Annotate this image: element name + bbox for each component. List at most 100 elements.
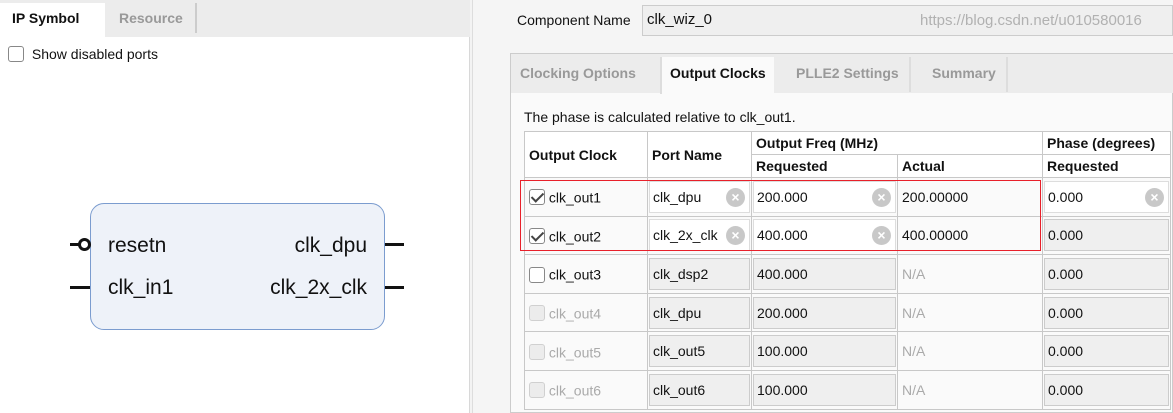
phase-input[interactable]: 0.000 [1044,335,1169,368]
port-name-input-value: clk_2x_clk [653,227,718,244]
port-name-input[interactable]: clk_out6 [649,373,750,406]
port-clk-2x-clk: clk_2x_clk [270,276,367,299]
table-row: clk_out6 clk_out6 100.000 N/A 0.000 [524,369,1171,410]
phase-input[interactable]: 0.000 × [1044,180,1169,213]
port-name-input[interactable]: clk_out5 [649,335,750,368]
clock-name: clk_out2 [548,228,602,245]
port-name-input[interactable]: clk_2x_clk × [649,219,750,252]
component-name-input[interactable]: clk_wiz_0 [642,5,1173,36]
port-name-input[interactable]: clk_dpu× [649,180,750,213]
port-resetn: resetn [108,234,167,257]
requested-freq-cell: 400.000 × [751,215,898,256]
requested-freq-input-value: 400.000 [757,265,808,282]
ip-block[interactable]: resetn clk_in1 clk_dpu clk_2x_clk [90,203,385,330]
phase-input-value: 0.000 [1048,304,1084,321]
requested-freq-cell: 200.000 [751,292,898,333]
phase-input[interactable]: 0.000 [1044,219,1169,252]
pin-clk-in1 [70,286,90,289]
requested-freq-input[interactable]: 200.000 × [753,180,896,213]
tab-plle2-settings[interactable]: PLLE2 Settings [786,57,911,92]
clear-icon[interactable]: × [726,226,745,246]
output-clock-cell: clk_out6 [524,369,648,410]
pin-resetn [70,243,79,246]
show-disabled-ports-label: Show disabled ports [31,46,158,63]
phase-cell: 0.000 [1042,292,1171,333]
requested-freq-input[interactable]: 100.000 [753,373,896,406]
clear-icon[interactable]: × [1145,187,1164,207]
watermark: https://blog.csdn.net/u010580016 [920,12,1142,29]
clear-icon[interactable]: × [872,187,891,207]
port-clk-dpu: clk_dpu [294,234,367,257]
phase-input[interactable]: 0.000 [1044,257,1169,290]
phase-input[interactable]: 0.000 [1044,373,1169,406]
actual-freq: 200.00000 [902,188,969,205]
clock-name: clk_out6 [548,382,602,399]
tab-clocking-options[interactable]: Clocking Options [520,65,636,81]
requested-freq-input-value: 100.000 [757,381,808,398]
clear-icon[interactable]: × [872,226,891,246]
port-name-cell: clk_dpu [647,292,752,333]
phase-input-value: 0.000 [1048,343,1084,360]
requested-freq-input-value: 200.000 [757,304,808,321]
port-name-cell: clk_out6 [647,369,752,410]
tab-ip-symbol[interactable]: IP Symbol [0,3,105,37]
phase-cell: 0.000 × [1042,177,1171,217]
requested-freq-input[interactable]: 100.000 [753,335,896,368]
header-port-name: Port Name [647,131,752,178]
clock-name: clk_out5 [548,343,602,360]
phase-note: The phase is calculated relative to clk_… [524,109,796,125]
phase-input-value: 0.000 [1048,381,1084,398]
tab-bar [511,54,1173,93]
port-name-input-value: clk_out6 [653,381,706,398]
tab-summary[interactable]: Summary [922,57,1008,92]
port-name-cell: clk_out5 [647,331,752,371]
requested-freq-cell: 200.000 × [751,177,898,217]
show-disabled-ports-checkbox[interactable] [8,46,24,63]
clock-enable-checkbox[interactable] [529,305,545,322]
header-requested: Requested [751,154,898,178]
actual-freq: N/A [902,343,926,360]
requested-freq-input[interactable]: 400.000 × [753,219,896,252]
clock-name: clk_out4 [548,305,602,322]
actual-freq-cell: 400.00000 [897,215,1043,256]
show-disabled-ports[interactable]: Show disabled ports [8,45,158,63]
requested-freq-cell: 100.000 [751,369,898,410]
phase-input-value: 0.000 [1048,227,1084,244]
phase-cell: 0.000 [1042,369,1171,410]
pin-clk-2x-clk [385,286,404,289]
actual-freq-cell: 200.00000 [897,177,1043,217]
port-name-input-value: clk_out5 [653,343,706,360]
requested-freq-input[interactable]: 400.000 [753,257,896,290]
clear-icon[interactable]: × [726,187,745,207]
requested-freq-input[interactable]: 200.000 [753,296,896,329]
table-row: clk_out5 clk_out5 100.000 N/A 0.000 [524,331,1171,371]
output-clock-cell: clk_out1 [524,177,648,217]
clock-enable-checkbox[interactable] [529,343,545,360]
requested-freq-input-value: 200.000 [757,188,808,205]
phase-cell: 0.000 [1042,254,1171,294]
clock-enable-checkbox[interactable] [529,382,545,399]
tab-output-clocks[interactable]: Output Clocks [660,57,774,94]
left-tab-bar: IP Symbol Resource [0,0,470,37]
clock-enable-checkbox[interactable] [529,266,545,283]
port-name-input[interactable]: clk_dsp2 [649,257,750,290]
component-name-label: Component Name [517,12,631,28]
clock-enable-checkbox[interactable] [529,189,545,206]
port-name-cell: clk_2x_clk × [647,215,752,256]
actual-freq-cell: N/A [897,331,1043,371]
clock-name: clk_out3 [548,266,602,283]
requested-freq-input-value: 400.000 [757,227,808,244]
clock-enable-checkbox[interactable] [529,228,545,245]
actual-freq: N/A [902,304,926,321]
actual-freq-cell: N/A [897,254,1043,294]
requested-freq-cell: 100.000 [751,331,898,371]
table-row: clk_out3 clk_dsp2 400.000 N/A 0.000 [524,254,1171,294]
phase-input-value: 0.000 [1048,188,1084,205]
tab-resource[interactable]: Resource [107,3,197,33]
output-clock-cell: clk_out2 [524,215,648,256]
port-name-input[interactable]: clk_dpu [649,296,750,329]
output-clock-cell: clk_out3 [524,254,648,294]
actual-freq: N/A [902,381,926,398]
phase-input[interactable]: 0.000 [1044,296,1169,329]
port-name-cell: clk_dsp2 [647,254,752,294]
